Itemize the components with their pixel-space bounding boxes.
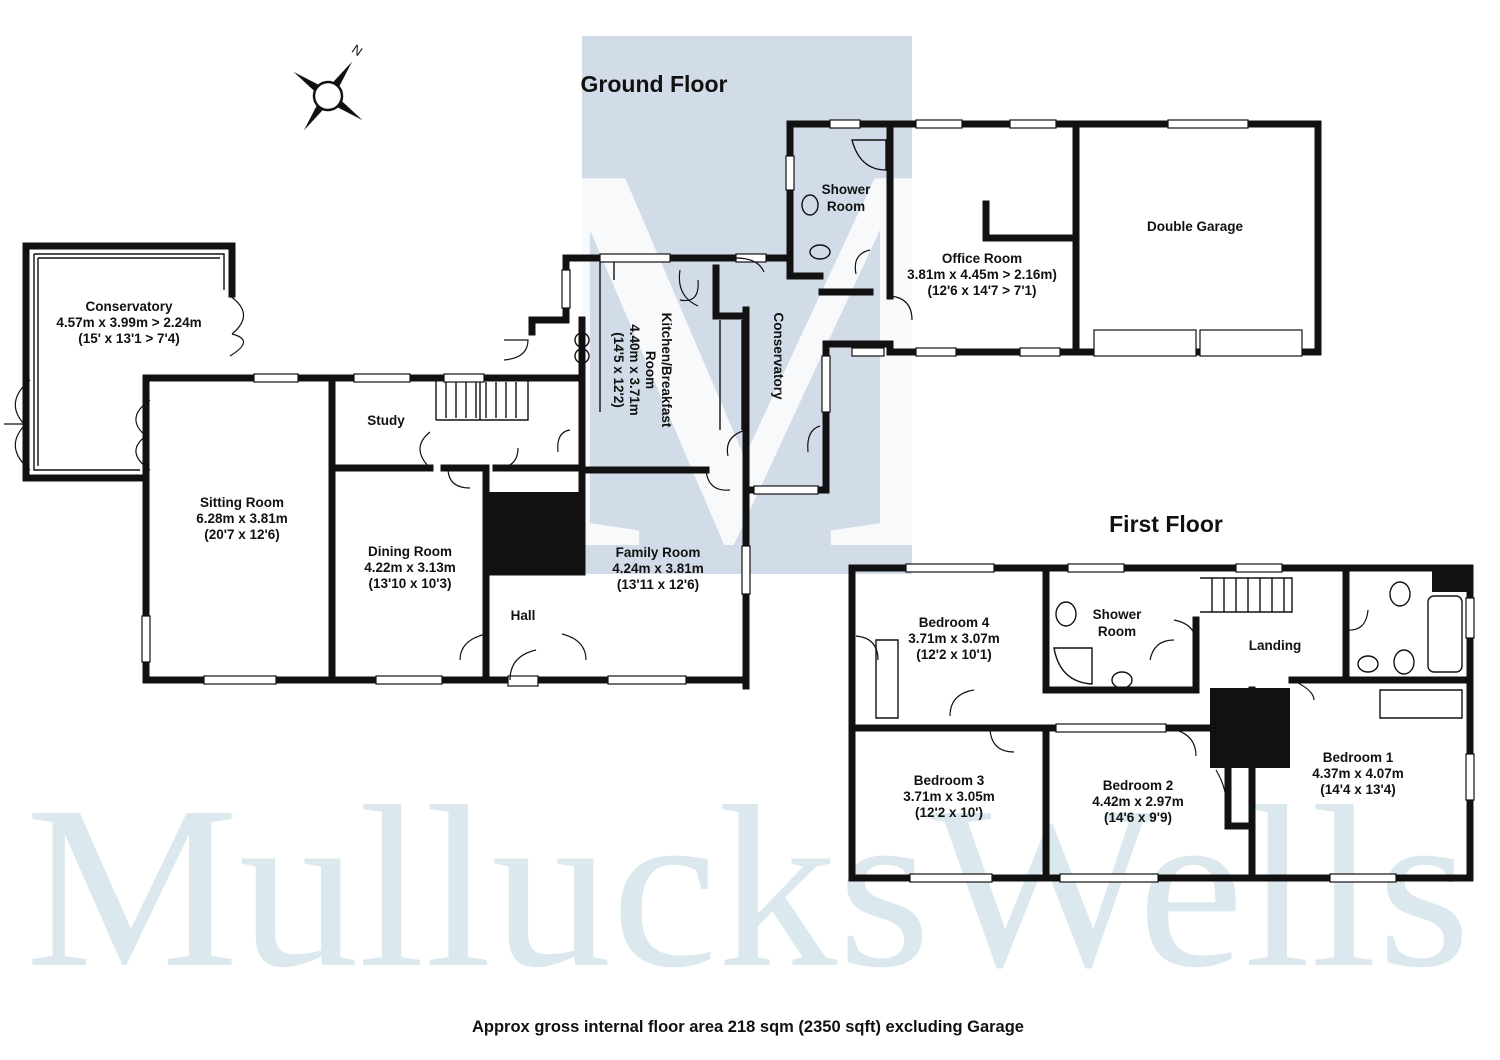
stairwell-void bbox=[486, 492, 582, 570]
kitchen-breakfast-label: Kitchen/BreakfastRoom4.40m x 3.71m(14'5 … bbox=[611, 313, 674, 428]
landing-label: Landing bbox=[1249, 638, 1302, 653]
double-garage-label: Double Garage bbox=[1147, 219, 1244, 234]
ground-floor-heading: Ground Floor bbox=[581, 71, 728, 97]
ground-doors bbox=[4, 249, 913, 681]
hall-label: Hall bbox=[511, 608, 536, 623]
first-windows bbox=[905, 563, 1475, 883]
first-doors bbox=[855, 609, 1369, 811]
study-label: Study bbox=[367, 413, 405, 428]
compass-icon bbox=[293, 61, 363, 131]
conservatory-east-label: Conservatory bbox=[771, 312, 786, 400]
ground-windows bbox=[141, 119, 1249, 687]
compass-label: N bbox=[349, 41, 365, 59]
ground-floor-walls bbox=[22, 120, 1322, 690]
first-floor-walls bbox=[848, 564, 1474, 882]
first-floor-heading: First Floor bbox=[1109, 511, 1223, 537]
first-floor-void bbox=[1210, 688, 1290, 768]
floor-area-footer: Approx gross internal floor area 218 sqm… bbox=[472, 1018, 1024, 1036]
